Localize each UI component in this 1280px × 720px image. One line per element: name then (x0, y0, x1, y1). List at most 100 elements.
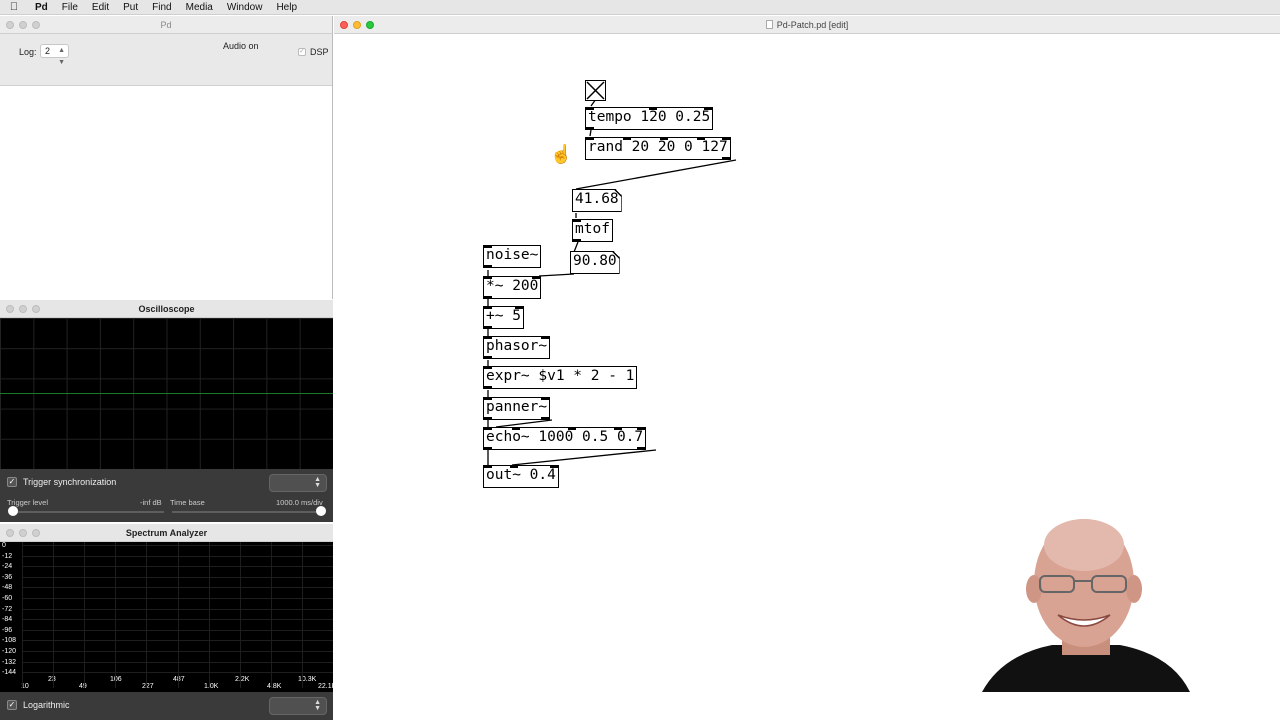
outlet[interactable] (484, 296, 492, 299)
close-button[interactable] (6, 305, 14, 313)
minimize-button[interactable] (19, 529, 27, 537)
menu-file[interactable]: File (61, 1, 78, 13)
inlet[interactable] (484, 427, 492, 430)
inlet[interactable] (586, 137, 594, 140)
inlet[interactable] (484, 245, 492, 248)
outlet[interactable] (721, 157, 730, 160)
wire (573, 241, 579, 253)
expr-object[interactable]: expr~ $v1 * 2 - 1 (483, 366, 638, 389)
outlet[interactable] (586, 127, 594, 130)
zoom-button[interactable] (366, 21, 374, 29)
noise-object[interactable]: noise~ (483, 245, 542, 268)
inlet[interactable] (484, 397, 492, 400)
oscilloscope-titlebar[interactable]: Oscilloscope (0, 300, 333, 318)
inlet[interactable] (484, 366, 492, 369)
time-base-knob[interactable] (316, 506, 326, 516)
logarithmic-checkbox[interactable]: ✓ (7, 700, 17, 710)
phasor-object[interactable]: phasor~ (483, 336, 551, 359)
menu-put[interactable]: Put (123, 1, 139, 13)
echo-object[interactable]: echo~ 1000 0.5 0.7 (483, 427, 647, 450)
inlet[interactable] (697, 137, 705, 140)
apple-icon[interactable]:  (0, 1, 28, 13)
stepper-arrows-icon[interactable]: ▲▼ (58, 47, 65, 66)
zoom-button[interactable] (32, 529, 40, 537)
inlet[interactable] (721, 137, 730, 140)
log-level-stepper[interactable]: 2 ▲▼ (40, 44, 69, 66)
spectrum-y-label: -36 (2, 573, 13, 581)
inlet[interactable] (614, 427, 622, 430)
inlet[interactable] (510, 465, 518, 468)
spectrum-y-label: -144 (2, 669, 17, 677)
menu-media[interactable]: Media (185, 1, 213, 13)
spectrum-y-label: -84 (2, 616, 13, 624)
bang-toggle-icon[interactable] (585, 80, 606, 101)
close-button[interactable] (340, 21, 348, 29)
inlet[interactable] (549, 465, 558, 468)
menu-window[interactable]: Window (226, 1, 263, 13)
mtof-object[interactable]: mtof (572, 219, 613, 242)
menu-edit[interactable]: Edit (91, 1, 110, 13)
inlet[interactable] (568, 427, 576, 430)
patch-titlebar[interactable]: Pd-Patch.pd [edit] (334, 16, 1280, 34)
inlet[interactable] (649, 107, 657, 110)
trigger-mode-popup[interactable]: ▲▼ (269, 474, 327, 492)
outlet[interactable] (484, 447, 492, 450)
inlet[interactable] (660, 137, 668, 140)
tempo-object[interactable]: tempo 120 0.25 (585, 107, 714, 130)
spectrum-y-label: 0 (2, 542, 6, 549)
menu-find[interactable]: Find (152, 1, 172, 13)
dsp-checkbox[interactable]: ✓ (298, 48, 306, 56)
outlet[interactable] (637, 447, 646, 450)
outlet[interactable] (484, 417, 492, 420)
inlet[interactable] (532, 276, 541, 279)
outlet[interactable] (541, 417, 550, 420)
number-box-frequency-midi[interactable]: 41.68 (572, 189, 622, 212)
out-object-text: out~ 0.4 (486, 467, 556, 483)
inlet[interactable] (541, 336, 550, 339)
oscilloscope-window: Oscilloscope ✓ Trigger synchronization ▲… (0, 300, 333, 522)
zoom-button[interactable] (32, 21, 40, 29)
out-object[interactable]: out~ 0.4 (483, 465, 559, 488)
add-signal-object[interactable]: +~ 5 (483, 306, 524, 329)
menu-app[interactable]: Pd (35, 1, 48, 13)
inlet[interactable] (586, 107, 594, 110)
rand-object[interactable]: rand 20 20 0 127 (585, 137, 731, 160)
outlet[interactable] (573, 239, 581, 242)
trigger-level-slider[interactable] (12, 511, 164, 513)
pd-main-titlebar[interactable]: Pd (0, 16, 332, 34)
multiply-signal-object[interactable]: *~ 200 (483, 276, 542, 299)
close-button[interactable] (6, 21, 14, 29)
inlet[interactable] (704, 107, 713, 110)
inlet[interactable] (514, 306, 523, 309)
spectrum-titlebar[interactable]: Spectrum Analyzer (0, 524, 333, 542)
inlet[interactable] (541, 397, 550, 400)
outlet[interactable] (484, 356, 492, 359)
outlet[interactable] (484, 265, 492, 268)
spectrum-x-label: 49 (79, 683, 87, 690)
trigger-level-knob[interactable] (8, 506, 18, 516)
spectrum-mode-popup[interactable]: ▲▼ (269, 697, 327, 715)
minimize-button[interactable] (353, 21, 361, 29)
inlet[interactable] (484, 306, 492, 309)
zoom-button[interactable] (32, 305, 40, 313)
outlet[interactable] (484, 386, 492, 389)
menu-help[interactable]: Help (276, 1, 298, 13)
inlet[interactable] (623, 137, 631, 140)
inlet[interactable] (484, 336, 492, 339)
trigger-sync-checkbox[interactable]: ✓ (7, 477, 17, 487)
expr-object-text: expr~ $v1 * 2 - 1 (486, 368, 635, 384)
inlet[interactable] (484, 465, 492, 468)
number-box-frequency-hz[interactable]: 90.80 (570, 251, 620, 274)
close-button[interactable] (6, 529, 14, 537)
inlet[interactable] (573, 219, 581, 222)
rand-object-text: rand 20 20 0 127 (588, 139, 728, 155)
inlet[interactable] (512, 427, 520, 430)
outlet[interactable] (484, 326, 492, 329)
minimize-button[interactable] (19, 21, 27, 29)
panner-object[interactable]: panner~ (483, 397, 551, 420)
inlet[interactable] (637, 427, 646, 430)
time-base-slider[interactable] (172, 511, 320, 513)
dsp-label: DSP (310, 47, 329, 57)
minimize-button[interactable] (19, 305, 27, 313)
inlet[interactable] (484, 276, 492, 279)
